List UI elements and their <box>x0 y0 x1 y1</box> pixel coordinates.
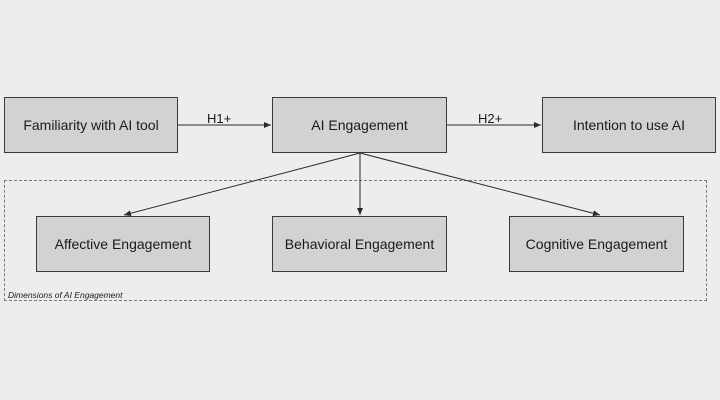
node-ai-engagement: AI Engagement <box>272 97 447 153</box>
dimensions-group-frame <box>4 180 707 301</box>
node-affective-label: Affective Engagement <box>54 236 192 252</box>
edge-label-h2: H2+ <box>478 111 503 126</box>
node-behavioral: Behavioral Engagement <box>272 216 447 272</box>
node-behavioral-label: Behavioral Engagement <box>284 236 435 252</box>
edge-label-h1: H1+ <box>207 111 232 126</box>
node-affective: Affective Engagement <box>36 216 210 272</box>
arrow-to-cognitive <box>359 152 601 217</box>
arrow-to-affective <box>123 152 361 217</box>
node-cognitive: Cognitive Engagement <box>509 216 684 272</box>
node-ai-engagement-label: AI Engagement <box>311 117 408 133</box>
dimensions-group-label: Dimensions of AI Engagement <box>8 290 123 300</box>
node-familiarity: Familiarity with AI tool <box>4 97 178 153</box>
node-intention-label: Intention to use AI <box>572 117 686 133</box>
node-intention: Intention to use AI <box>542 97 716 153</box>
node-cognitive-label: Cognitive Engagement <box>525 236 668 252</box>
node-familiarity-label: Familiarity with AI tool <box>23 117 159 133</box>
